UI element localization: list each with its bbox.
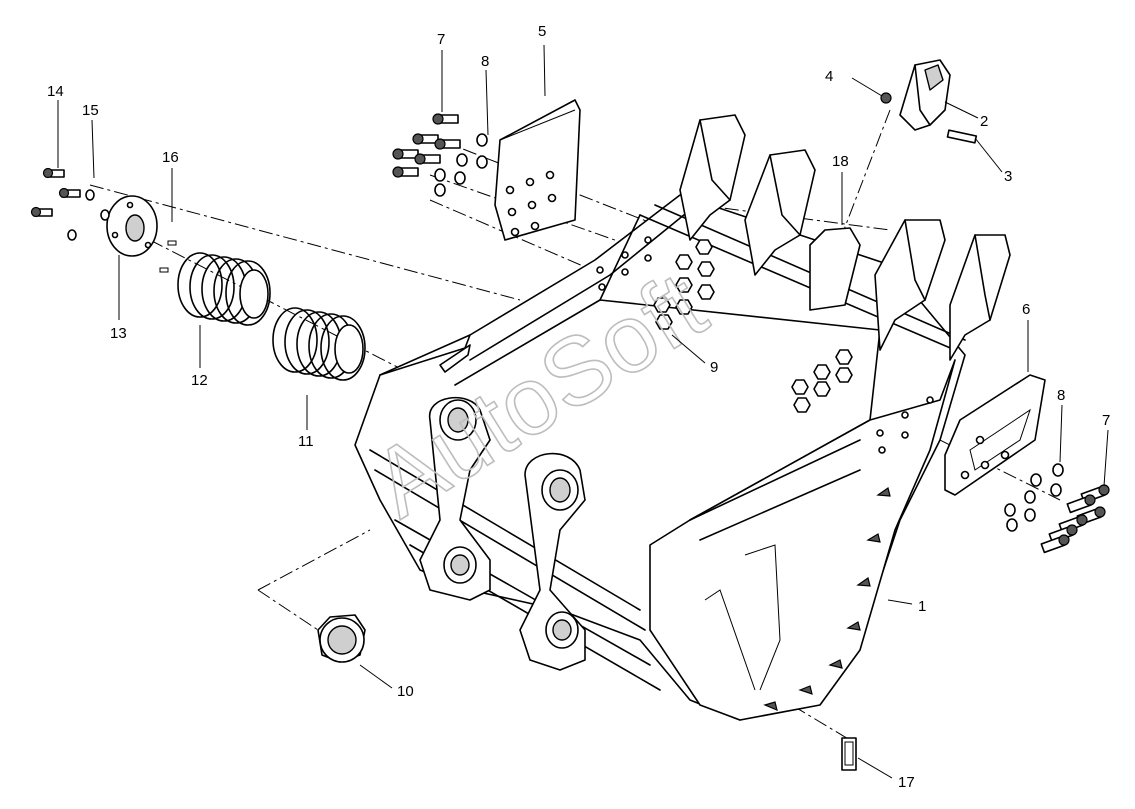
callout-15: 15 — [82, 102, 99, 119]
callout-3: 3 — [1004, 168, 1012, 185]
callout-8-top: 8 — [481, 53, 489, 70]
callout-1: 1 — [918, 598, 926, 615]
side-cutter-6 — [944, 374, 1046, 496]
coil-spring-11 — [272, 307, 366, 381]
callout-16: 16 — [162, 149, 179, 166]
callout-6: 6 — [1022, 301, 1030, 318]
callout-2: 2 — [980, 113, 988, 130]
callout-17: 17 — [898, 774, 915, 791]
leader-lines — [57, 44, 1109, 779]
callout-10: 10 — [397, 683, 414, 700]
shim-17 — [841, 737, 857, 771]
tooth-tip-2 — [899, 59, 951, 131]
callout-7-top: 7 — [437, 31, 445, 48]
callout-7-right: 7 — [1102, 412, 1110, 429]
side-cutter-5 — [494, 99, 581, 241]
callout-5: 5 — [538, 23, 546, 40]
small-bolts-14-15-16 — [30, 167, 177, 273]
coil-spring-12 — [177, 252, 271, 326]
tooth-lock-4 — [880, 92, 892, 104]
tooth-pin-3 — [946, 129, 978, 144]
callout-4: 4 — [825, 68, 833, 85]
retainer-plate-13 — [106, 195, 158, 257]
bolts-washers-nuts — [392, 113, 1110, 554]
callout-11: 11 — [298, 433, 314, 450]
callout-18: 18 — [832, 153, 849, 170]
callout-numbers: 1 2 3 4 5 6 7 7 8 8 9 10 11 12 13 14 15 … — [47, 23, 1110, 791]
bushing-cap-10 — [317, 614, 366, 663]
callout-12: 12 — [191, 372, 208, 389]
callout-8-right: 8 — [1057, 387, 1065, 404]
bucket-lug-plates — [419, 396, 586, 671]
callout-13: 13 — [110, 325, 127, 342]
callout-14: 14 — [47, 83, 64, 100]
bucket-teeth — [679, 114, 1011, 361]
callout-9: 9 — [710, 359, 718, 376]
